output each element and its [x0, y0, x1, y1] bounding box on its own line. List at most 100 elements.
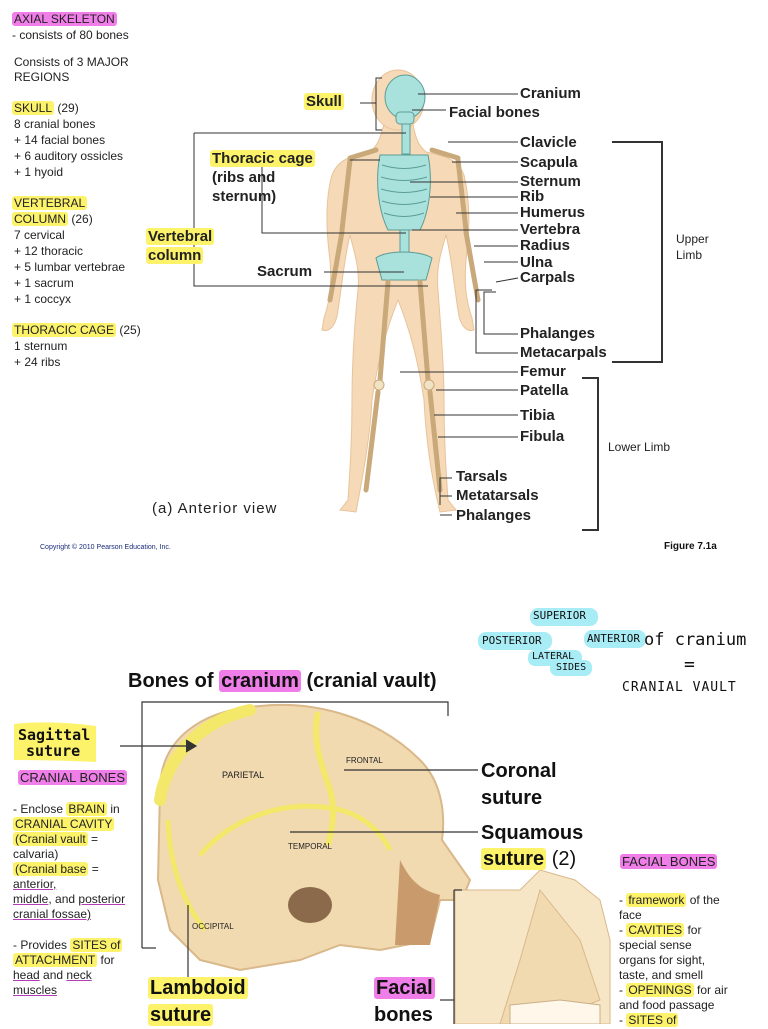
hand-cranial-vault: CRANIAL VAULT — [622, 680, 737, 695]
cranial-note: middle, and posterior — [13, 892, 126, 906]
label-occipital: OCCIPITAL — [192, 922, 234, 931]
facial-note: - OPENINGS for air — [619, 983, 728, 997]
cranial-note: head and neck — [13, 968, 92, 982]
label-vertebra: Vertebra — [520, 221, 581, 238]
cranial-note: calvaria) — [13, 847, 59, 861]
face-art — [454, 869, 611, 1024]
label-phalanges-foot: Phalanges — [456, 507, 532, 524]
facial-note: - CAVITIES for — [619, 923, 702, 937]
coronal-suture-1: Coronal — [481, 760, 557, 782]
lower-limb-label: Lower Limb — [608, 440, 671, 454]
vertebral-line: + 12 thoracic — [14, 244, 84, 258]
appendicular-bones — [327, 147, 481, 493]
facial-note: taste, and smell — [619, 968, 704, 982]
cranial-note: (Cranial base = — [13, 862, 99, 876]
label-rib: Rib — [520, 188, 545, 205]
facial-bones-label-2: bones — [374, 1004, 433, 1026]
facial-note: and food passage — [619, 998, 715, 1012]
axial-title: AXIAL SKELETON — [12, 12, 117, 26]
upper-limb-label-2: Limb — [676, 248, 703, 262]
label-parietal: PARIETAL — [222, 770, 265, 780]
skull-line: + 6 auditory ossicles — [14, 149, 124, 163]
label-vertebral-2: column — [146, 247, 204, 264]
label-frontal: FRONTAL — [346, 756, 383, 765]
squamous-suture-1: Squamous — [481, 822, 584, 844]
vertebral-line: + 1 coccyx — [14, 292, 72, 306]
vertebral-line: 7 cervical — [14, 228, 65, 242]
label-patella: Patella — [520, 382, 569, 399]
skull-line: + 14 facial bones — [14, 133, 106, 147]
hand-equals: = — [684, 654, 695, 675]
facial-note: face — [619, 908, 642, 922]
thoracic-heading: THORACIC CAGE (25) — [12, 323, 141, 337]
handwriting-highlights — [14, 608, 646, 762]
anterior-view-caption: (a) Anterior view — [152, 500, 278, 517]
cranial-note: - Enclose BRAIN in — [13, 802, 120, 816]
cranial-note: muscles — [13, 983, 58, 997]
label-vertebral-1: Vertebral — [146, 228, 215, 245]
vertebral-heading-1: VERTEBRAL — [12, 196, 88, 210]
skull-line: + 1 hyoid — [14, 165, 64, 179]
label-thoracic-cage: Thoracic cage — [210, 150, 315, 167]
thoracic-line: 1 sternum — [14, 339, 68, 353]
vertebral-line: + 5 lumbar vertebrae — [14, 260, 126, 274]
facial-bones-heading: FACIAL BONES — [620, 854, 718, 869]
joints — [373, 379, 435, 391]
hand-posterior: POSTERIOR — [482, 634, 542, 647]
lambdoid-suture-1: Lambdoid — [148, 977, 248, 999]
thoracic-line: + 24 ribs — [14, 355, 61, 369]
cranial-note: cranial fossae) — [13, 907, 92, 921]
cranial-note: (Cranial vault = — [13, 832, 99, 846]
label-phalanges-hand: Phalanges — [520, 325, 596, 342]
hand-lateral: LATERAL — [532, 651, 575, 662]
label-thoracic-sub-2: sternum) — [212, 188, 277, 205]
vertebral-line: + 1 sacrum — [14, 276, 74, 290]
label-tarsals: Tarsals — [456, 468, 508, 485]
hand-of-cranium: of cranium — [644, 630, 747, 650]
lambdoid-suture-2: suture — [148, 1004, 214, 1026]
label-cranium: Cranium — [520, 85, 581, 102]
label-skull: Skull — [304, 93, 344, 110]
label-metacarpals: Metacarpals — [520, 344, 607, 361]
cranial-note: CRANIAL CAVITY — [13, 817, 115, 831]
label-sacrum: Sacrum — [257, 263, 313, 280]
label-carpals: Carpals — [520, 269, 576, 286]
label-tibia: Tibia — [520, 407, 555, 424]
label-radius: Radius — [520, 237, 571, 254]
regions-line-1: Consists of 3 MAJOR — [14, 55, 129, 69]
label-clavicle: Clavicle — [520, 134, 577, 151]
page2-leader-lines — [120, 701, 478, 1024]
hand-sides: SIDES — [556, 662, 587, 673]
label-sternum: Sternum — [520, 173, 581, 190]
label-scapula: Scapula — [520, 154, 578, 171]
skull-line: 8 cranial bones — [14, 117, 96, 131]
cranial-bones-heading: CRANIAL BONES — [18, 770, 127, 785]
label-ulna: Ulna — [520, 254, 553, 271]
upper-limb-label-1: Upper — [676, 232, 709, 246]
hand-sagittal-2: suture — [26, 742, 81, 760]
figure-number: Figure 7.1a — [664, 541, 717, 552]
facial-note: organs for sight, — [619, 953, 706, 967]
coronal-suture-2: suture — [481, 787, 543, 809]
facial-note: special sense — [619, 938, 692, 952]
cranium-title: Bones of cranium (cranial vault) — [128, 670, 437, 692]
facial-note: - framework of the — [619, 893, 720, 907]
vertebral-heading-2: COLUMN (26) — [12, 212, 93, 226]
label-fibula: Fibula — [520, 428, 565, 445]
hand-superior: SUPERIOR — [533, 609, 586, 622]
label-metatarsals: Metatarsals — [456, 487, 539, 504]
axial-subtitle: - consists of 80 bones — [12, 28, 129, 42]
copyright-line: Copyright © 2010 Pearson Education, Inc. — [40, 544, 171, 551]
label-thoracic-sub-1: (ribs and — [212, 169, 276, 186]
facial-note: - SITES of — [619, 1013, 679, 1027]
cranial-note: - Provides SITES of — [13, 938, 123, 952]
label-humerus: Humerus — [520, 204, 586, 221]
skull-heading: SKULL (29) — [12, 101, 79, 115]
label-femur: Femur — [520, 363, 566, 380]
hand-sagittal-1: Sagittal — [18, 726, 91, 744]
label-temporal: TEMPORAL — [288, 842, 333, 851]
facial-bones-label-1: Facial — [374, 977, 435, 999]
cranial-note: anterior, — [13, 877, 57, 891]
